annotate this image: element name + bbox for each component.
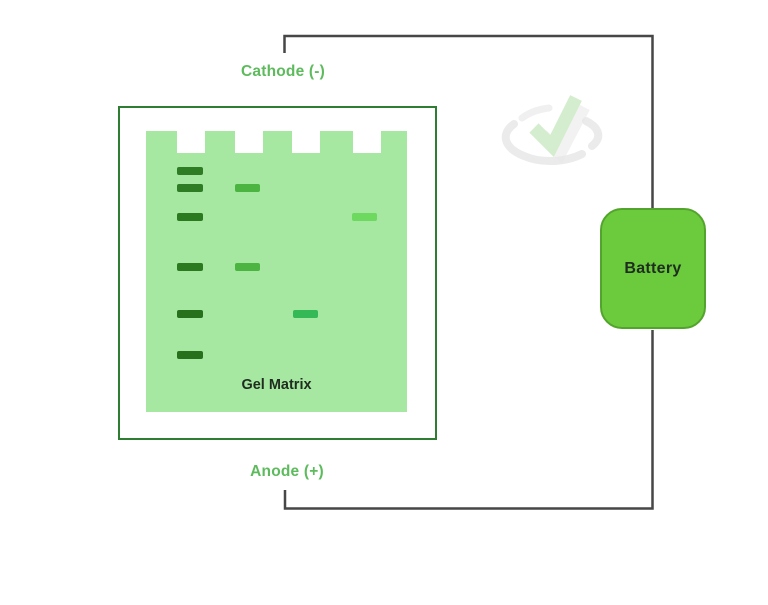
dna-band-lane1 (177, 167, 203, 175)
gel-well (177, 131, 205, 153)
dna-band-lane3 (293, 310, 318, 318)
gel-well (353, 131, 381, 153)
gel-matrix: Gel Matrix (146, 131, 407, 412)
dna-band-lane1 (177, 351, 203, 359)
battery-box: Battery (600, 208, 706, 329)
gel-well (292, 131, 320, 153)
dna-band-lane1 (177, 310, 203, 318)
check-mark-watermark-icon (501, 95, 603, 165)
dna-band-lane1 (177, 263, 203, 271)
dna-band-lane2 (235, 184, 260, 192)
gel-well (235, 131, 263, 153)
dna-band-lane2 (235, 263, 260, 271)
dna-band-lane4 (352, 213, 377, 221)
dna-band-lane1 (177, 184, 203, 192)
cathode-wire (283, 34, 654, 209)
dna-band-lane1 (177, 213, 203, 221)
gel-matrix-label: Gel Matrix (241, 377, 312, 393)
anode-label: Anode (+) (250, 463, 324, 480)
battery-label: Battery (624, 259, 682, 277)
cathode-label: Cathode (-) (241, 63, 325, 80)
anode-wire (283, 330, 654, 510)
